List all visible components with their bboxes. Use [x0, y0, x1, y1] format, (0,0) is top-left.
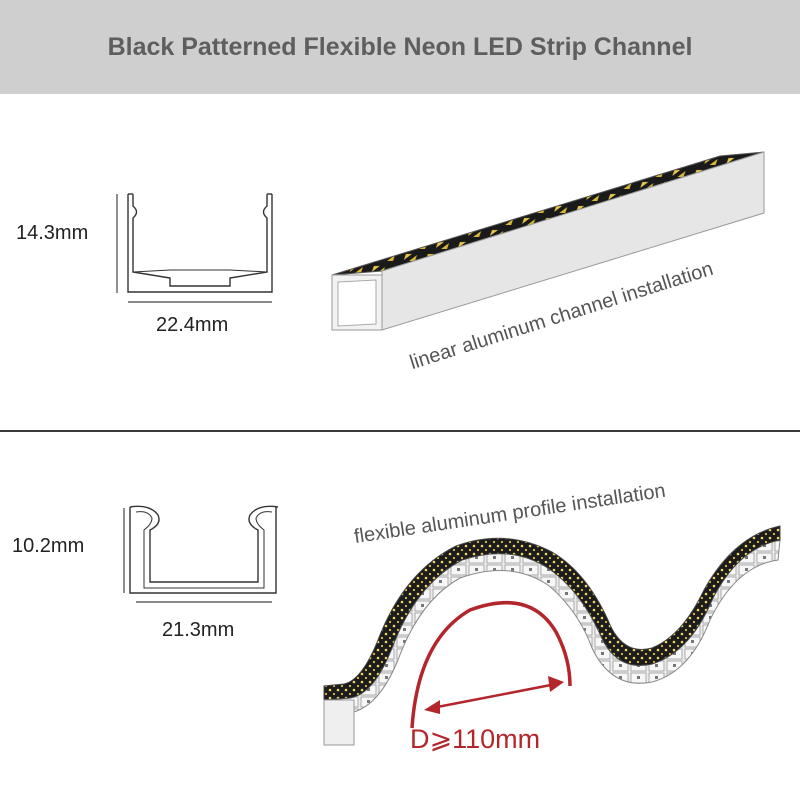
flexible-width-label: 21.3mm [162, 619, 235, 641]
linear-profile-cross-section [116, 193, 273, 303]
bend-radius-label: D⩾110mm [410, 724, 541, 754]
page-header: Black Patterned Flexible Neon LED Strip … [0, 0, 800, 94]
flexible-height-label: 10.2mm [12, 535, 85, 557]
linear-height-label: 14.3mm [16, 222, 89, 244]
linear-width-label: 22.4mm [156, 314, 229, 336]
section-divider [0, 430, 800, 432]
page-title: Black Patterned Flexible Neon LED Strip … [107, 32, 693, 61]
linear-channel-illustration [331, 151, 765, 331]
